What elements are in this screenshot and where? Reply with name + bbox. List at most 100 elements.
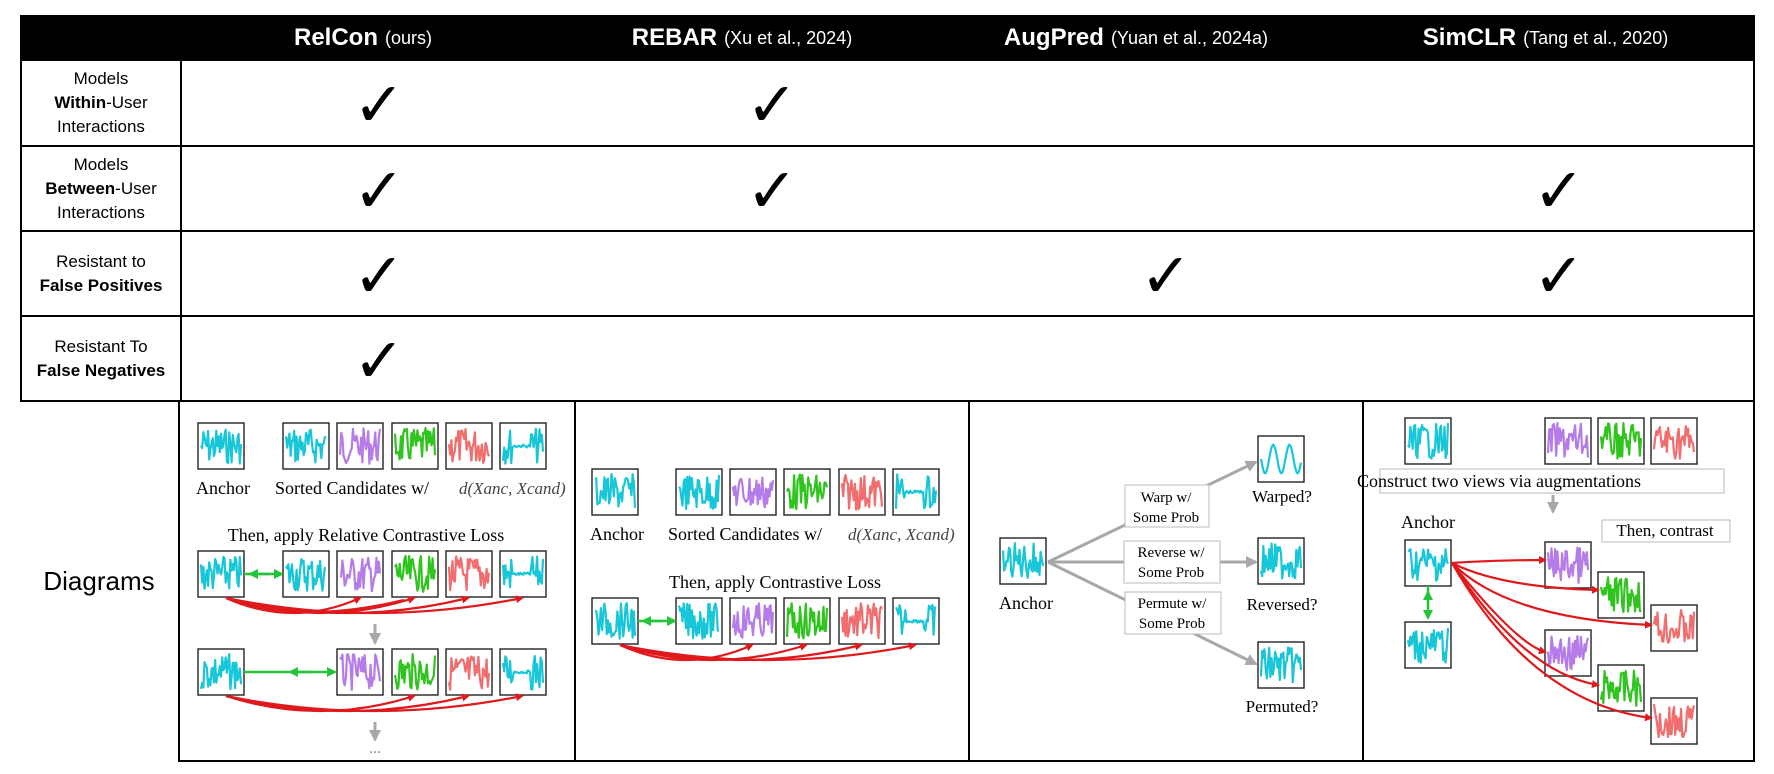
signal-trace <box>199 555 243 590</box>
augpred-anchor-label: Anchor <box>999 593 1053 613</box>
row-label-text: Resistant To <box>54 336 148 356</box>
diagrams-row <box>178 400 1755 762</box>
row-label-text: -User Interactions <box>57 93 148 136</box>
table-row-false-positives: Resistant to False Positives <box>20 232 1755 317</box>
diagram-panel-relcon <box>180 402 576 760</box>
rebar-sorted-label: Sorted Candidates w/ <box>668 524 822 544</box>
method-name: RelCon <box>293 24 378 51</box>
signal-trace <box>501 555 545 589</box>
signal-trace <box>501 427 545 465</box>
signal-trace <box>339 653 382 692</box>
signal-trace <box>678 474 721 511</box>
relcon-distance-label: d(Xanc, Xcand) <box>459 479 566 498</box>
signal-trace <box>338 427 382 465</box>
negative-arrow <box>1451 562 1653 722</box>
row-label: Models Between-User Interactions <box>22 147 182 230</box>
diagrams-label-text: Diagrams <box>43 565 155 596</box>
signal-trace <box>339 556 382 593</box>
reverse-label-box <box>1123 540 1221 584</box>
negative-arrow <box>619 642 917 662</box>
method-citation: (Tang et al., 2020) <box>1523 27 1669 48</box>
signal-trace <box>393 652 437 691</box>
signal-trace <box>785 473 829 511</box>
negative-arrow <box>619 643 754 662</box>
signal-trace <box>447 655 491 691</box>
checkmark-icon: ✓ <box>353 68 405 141</box>
simclr-construct-label: Construct two views via augmentations <box>1357 471 1641 491</box>
simclr-anchor-label: Anchor <box>1401 512 1455 532</box>
relcon-ellipsis: ... <box>369 740 381 757</box>
augpred-permute-line1: Permute w/ <box>1138 596 1208 612</box>
table-row-within-user: Models Within-User Interactions <box>20 61 1755 147</box>
signal-trace <box>1599 576 1642 614</box>
signal-trace <box>1652 425 1696 460</box>
checkmark-icon: ✓ <box>1533 154 1585 227</box>
signal-trace <box>1546 421 1590 458</box>
permute-label-box <box>1124 591 1222 635</box>
augpred-permuted-label: Permuted? <box>1246 697 1319 716</box>
signal-trace <box>1546 635 1590 672</box>
row-label: Models Within-User Interactions <box>22 61 182 145</box>
method-name: SimCLR <box>1422 24 1517 51</box>
row-label-bold: False Negatives <box>36 360 166 380</box>
signal-trace <box>731 476 775 509</box>
signal-trace <box>1546 546 1590 584</box>
then-label-box <box>1601 519 1731 543</box>
column-header-relcon: RelCon (ours) <box>178 15 548 61</box>
row-label-bold: False Positives <box>39 275 163 295</box>
construct-label-box <box>1379 468 1725 494</box>
augpred-reverse-line1: Reverse w/ <box>1137 545 1205 561</box>
checkmark-icon: ✓ <box>353 239 405 312</box>
negative-arrow <box>1451 562 1653 629</box>
signal-trace <box>1652 608 1696 644</box>
negative-arrow <box>225 693 524 713</box>
signal-trace <box>1001 541 1045 579</box>
signal-trace <box>393 426 437 461</box>
negative-arrow <box>1451 562 1600 688</box>
augpred-warped-label: Warped? <box>1252 487 1312 506</box>
method-citation: (Xu et al., 2024) <box>724 27 853 48</box>
signal-trace <box>1652 703 1696 739</box>
relcon-sorted-label: Sorted Candidates w/ <box>275 478 429 498</box>
signal-trace <box>200 428 243 465</box>
augpred-reversed-label: Reversed? <box>1247 595 1318 614</box>
signal-trace <box>501 654 545 691</box>
signal-trace <box>594 602 637 640</box>
signal-trace <box>894 473 938 510</box>
checkmark-icon: ✓ <box>746 154 798 227</box>
signal-trace <box>1406 627 1450 664</box>
checkmark-icon: ✓ <box>746 68 798 141</box>
signal-trace <box>394 554 437 593</box>
signal-trace <box>1407 548 1450 582</box>
warped-signal <box>1257 435 1305 483</box>
signal-trace <box>199 652 243 691</box>
augpred-warp-line1: Warp w/ <box>1141 490 1193 506</box>
diagram-panel-rebar <box>576 402 970 760</box>
signal-trace <box>285 557 327 592</box>
signal-trace <box>785 602 829 640</box>
method-citation: (Yuan et al., 2024a) <box>1110 27 1269 48</box>
simclr-then-label: Then, contrast <box>1616 521 1714 540</box>
rebar-anchor-label: Anchor <box>590 524 644 544</box>
diagrams-row-label: Diagrams <box>20 400 178 762</box>
negative-arrow <box>1451 562 1547 655</box>
signal-trace <box>677 602 720 640</box>
signal-trace <box>1599 422 1643 460</box>
method-name: REBAR <box>631 24 718 51</box>
signal-trace <box>840 473 884 511</box>
augpred-permute-line2: Some Prob <box>1139 616 1205 632</box>
signal-trace <box>447 428 491 464</box>
augpred-reverse-line2: Some Prob <box>1138 565 1204 581</box>
warp-label-box <box>1124 484 1210 528</box>
negative-arrow <box>1451 556 1547 565</box>
signal-trace <box>1259 542 1303 580</box>
row-label: Resistant To False Negatives <box>22 317 182 400</box>
column-header-augpred: AugPred (Yuan et al., 2024a) <box>936 15 1336 61</box>
signal-trace <box>731 602 775 639</box>
checkmark-icon: ✓ <box>1140 239 1192 312</box>
negative-arrow <box>225 595 524 615</box>
rebar-then-label: Then, apply Contrastive Loss <box>669 572 881 592</box>
row-label-text: Resistant to <box>56 251 146 271</box>
